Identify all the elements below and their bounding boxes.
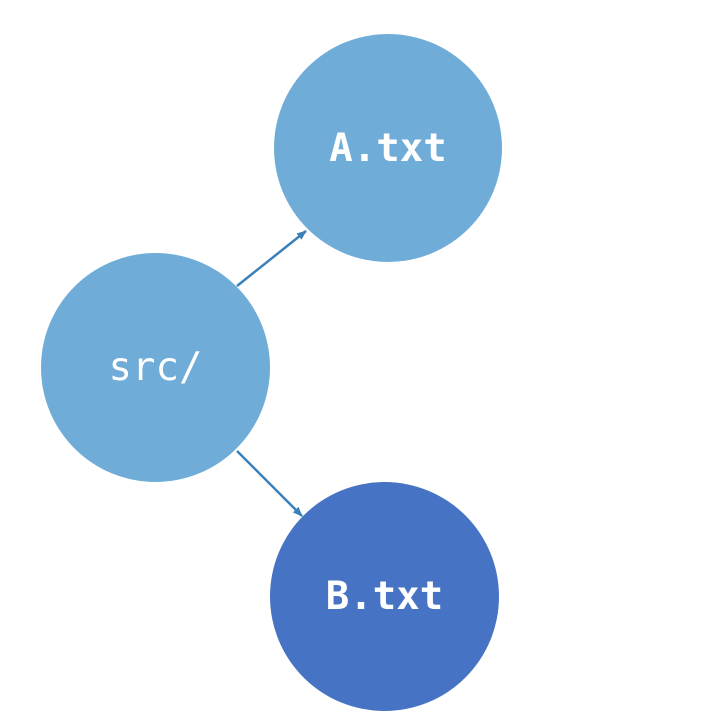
node-a-label: A.txt <box>329 125 447 171</box>
node-a-file[interactable]: A.txt <box>274 34 502 262</box>
edge-src-to-b <box>236 450 303 517</box>
node-src-folder[interactable]: src/ <box>41 253 270 482</box>
node-b-label: B.txt <box>325 574 444 619</box>
node-b-file[interactable]: B.txt <box>270 482 499 711</box>
node-src-label: src/ <box>108 345 203 390</box>
edge-src-to-a <box>236 230 307 287</box>
